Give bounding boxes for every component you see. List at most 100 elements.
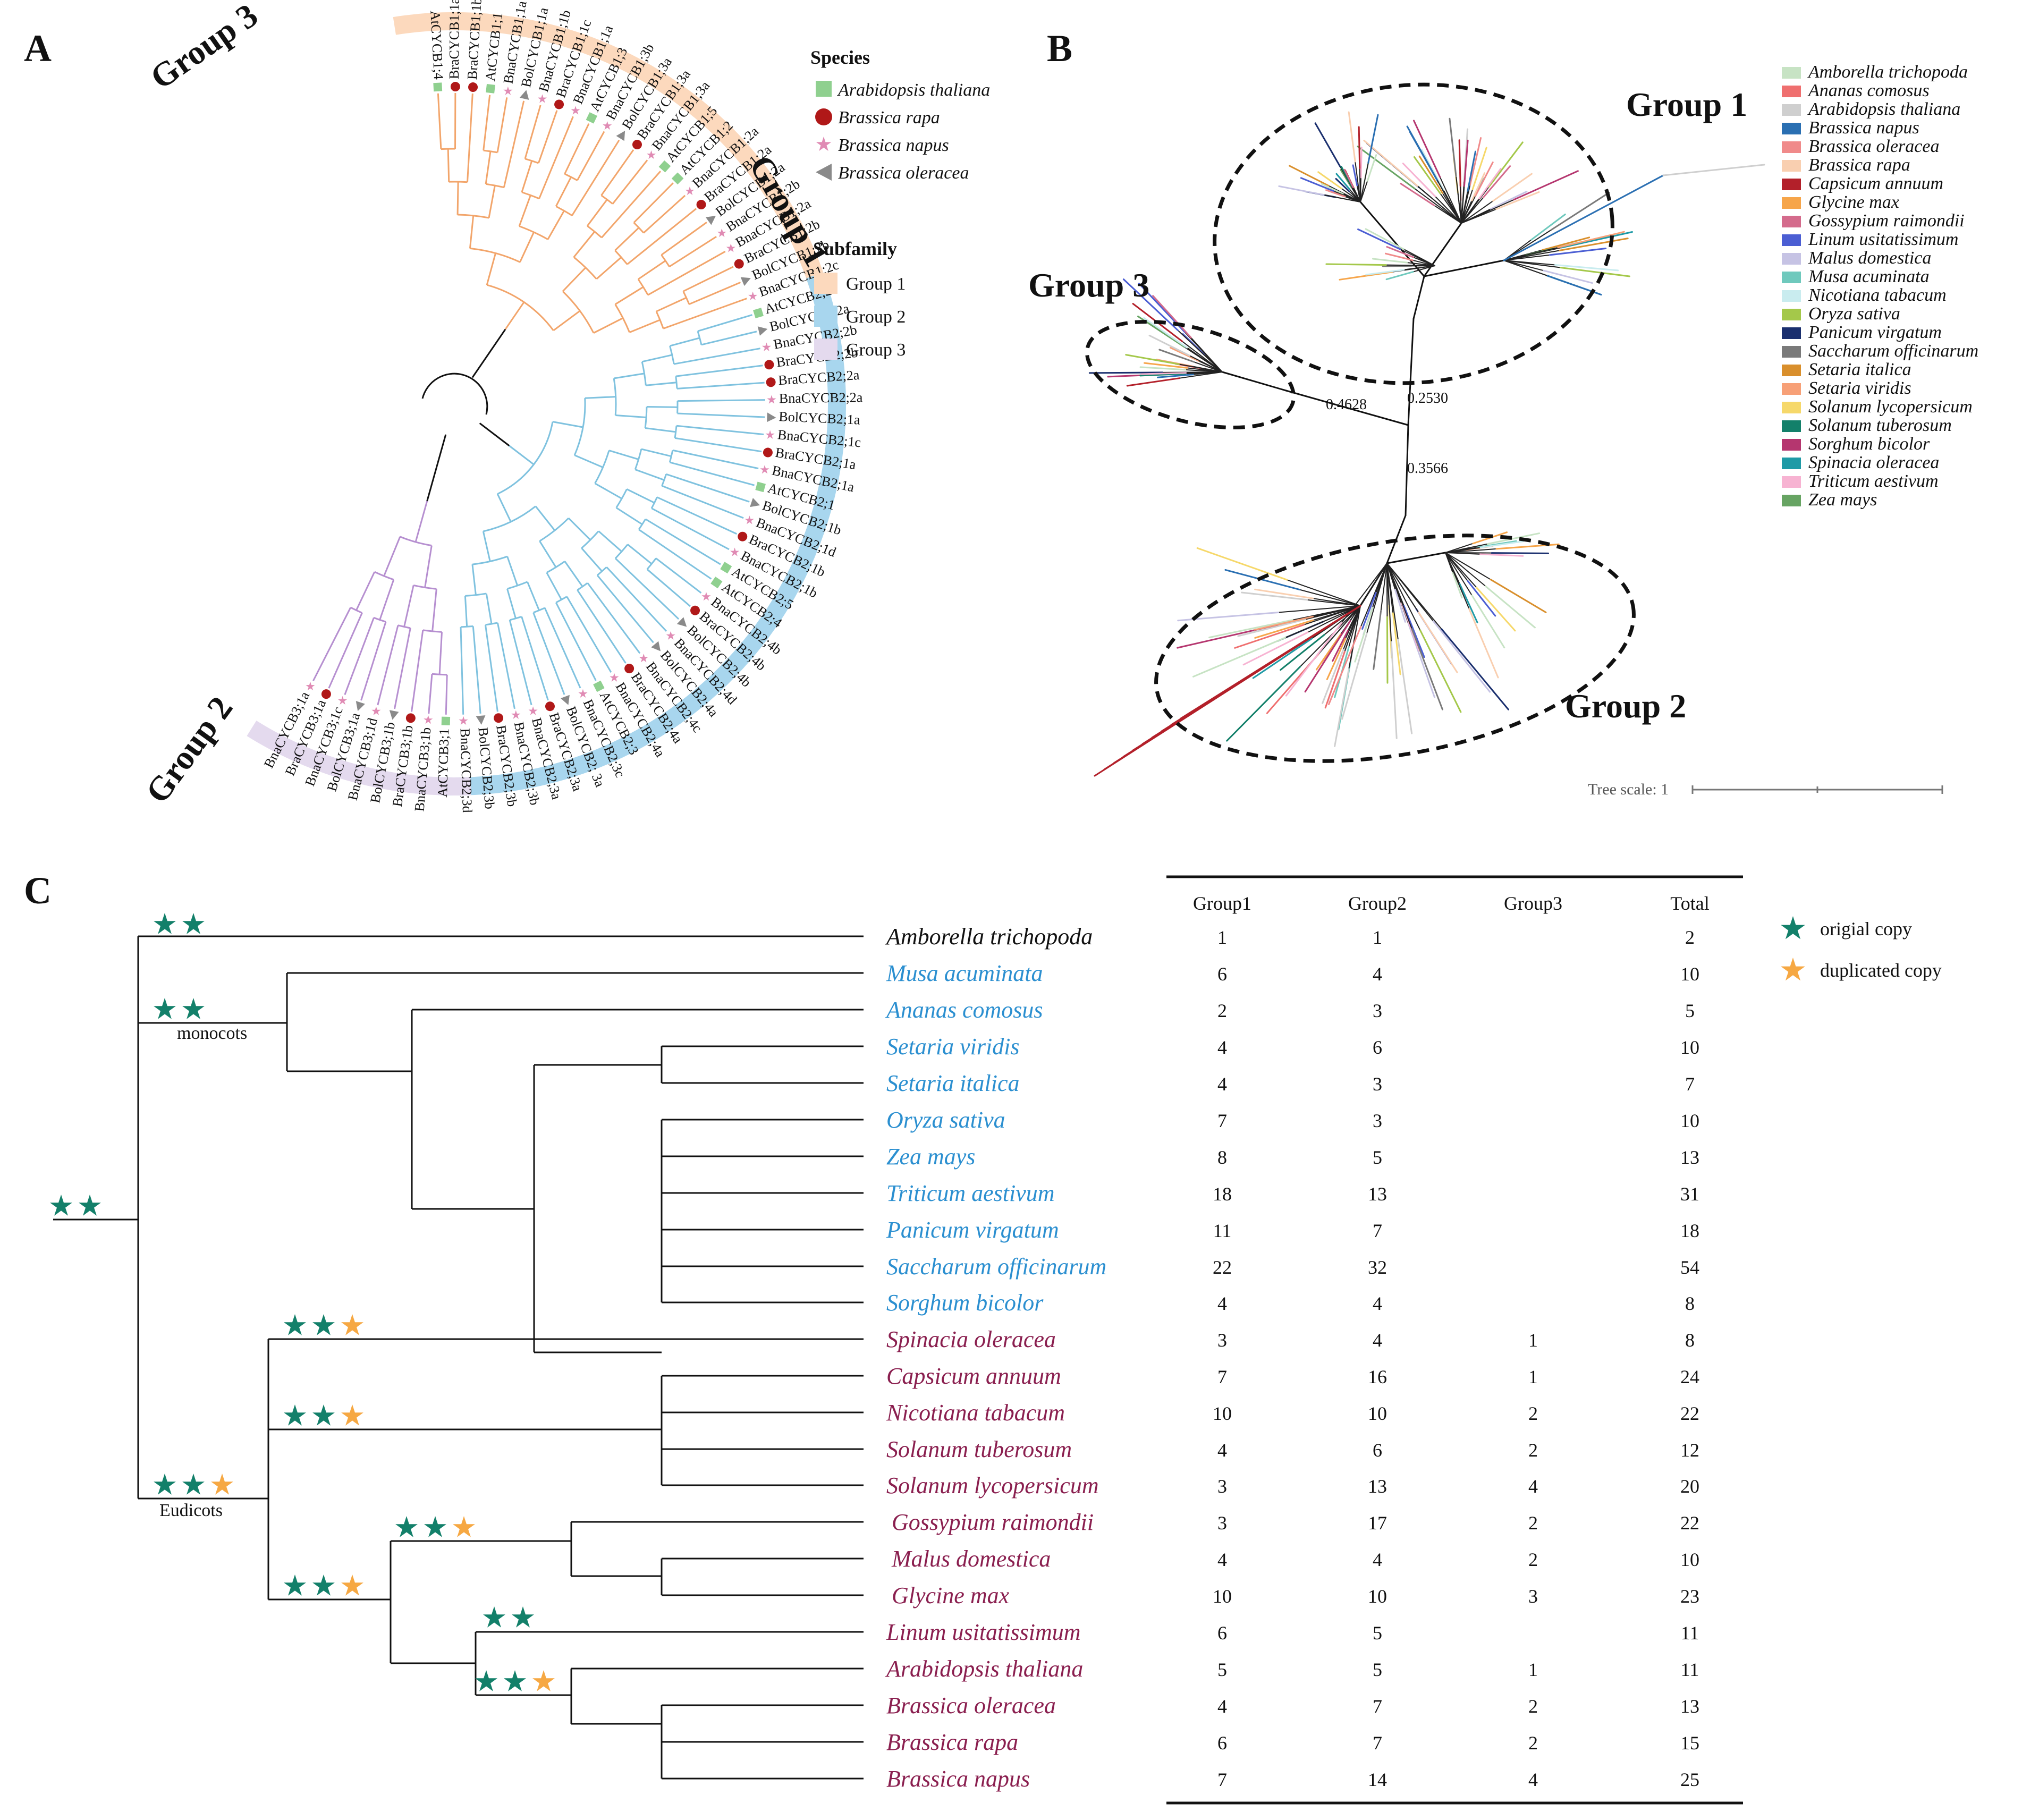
tree-arc bbox=[465, 592, 487, 597]
legend-swatch bbox=[1782, 309, 1801, 320]
table-cell: 22 bbox=[1680, 1403, 1699, 1424]
tree-branch bbox=[1317, 171, 1342, 190]
tree-branch bbox=[1460, 185, 1462, 224]
arabidopsis-marker bbox=[671, 172, 684, 185]
species-name: Spinacia oleracea bbox=[886, 1326, 1056, 1352]
tree-branch bbox=[627, 208, 697, 265]
species-name: Ananas comosus bbox=[885, 997, 1043, 1023]
table-cell: 1 bbox=[1373, 927, 1382, 948]
table-cell: 10 bbox=[1680, 1549, 1699, 1570]
table-cell: 31 bbox=[1680, 1183, 1699, 1205]
tree-branch bbox=[1234, 624, 1305, 649]
tree-branch bbox=[1349, 563, 1387, 622]
tree-branch bbox=[464, 596, 468, 627]
panel-c-letter: C bbox=[24, 869, 52, 912]
tree-branch bbox=[509, 620, 532, 706]
tree-arc bbox=[422, 629, 442, 633]
legend-species-name: Triticum aestivum bbox=[1808, 471, 1939, 491]
node-stars bbox=[50, 913, 555, 1691]
tree-branch bbox=[1348, 111, 1356, 163]
subfamily-rings bbox=[247, 12, 847, 795]
tree-arc bbox=[577, 582, 588, 591]
table-header-cell: Group3 bbox=[1504, 893, 1562, 914]
tree-branch bbox=[496, 97, 508, 153]
tree-branch bbox=[683, 266, 734, 292]
tree-branch bbox=[1491, 552, 1550, 554]
tree-branch bbox=[411, 630, 424, 712]
tree-branch bbox=[1412, 275, 1425, 320]
tree-branch bbox=[521, 616, 549, 701]
brassica-oleracea-marker bbox=[476, 715, 486, 725]
tree-branch bbox=[424, 545, 433, 588]
brassica-napus-marker bbox=[762, 342, 771, 351]
tree-branch bbox=[1486, 532, 1541, 545]
table-cell: 2 bbox=[1528, 1696, 1538, 1717]
tree-branch bbox=[666, 473, 750, 503]
tree-branch bbox=[1359, 201, 1425, 277]
species-legend-title: Species bbox=[810, 47, 870, 68]
tree-branch bbox=[1471, 147, 1487, 190]
tree-branch bbox=[1152, 295, 1192, 339]
table-cell: 2 bbox=[1528, 1549, 1538, 1570]
tree-branch bbox=[646, 382, 677, 386]
tree-branch bbox=[1189, 355, 1223, 373]
tree-branch bbox=[594, 482, 622, 500]
tree-branch bbox=[1449, 117, 1457, 177]
tree-branch bbox=[1341, 188, 1361, 202]
legend-species-name: Brassica napus bbox=[1808, 118, 1919, 138]
table-cell: 22 bbox=[1213, 1257, 1232, 1278]
brassica-oleracea-marker bbox=[356, 701, 365, 712]
tree-arc bbox=[614, 544, 629, 559]
brassica-napus-marker bbox=[578, 689, 588, 698]
table-cell: 18 bbox=[1213, 1183, 1232, 1205]
tree-branch bbox=[1328, 625, 1362, 705]
tree-branch bbox=[1413, 156, 1441, 194]
tree-branch bbox=[566, 596, 612, 673]
group-1-ring bbox=[393, 12, 830, 296]
tree-branch bbox=[469, 215, 475, 249]
tree-branch bbox=[1322, 648, 1344, 704]
table-cell: 10 bbox=[1368, 1403, 1387, 1424]
tree-branch bbox=[1317, 605, 1361, 655]
tree-branch bbox=[1445, 552, 1492, 580]
tree-branch bbox=[1143, 362, 1188, 369]
table-cell: 4 bbox=[1217, 1037, 1227, 1058]
arabidopsis-marker bbox=[586, 112, 597, 124]
tree-branch bbox=[496, 622, 515, 709]
tree-branch bbox=[1403, 265, 1435, 270]
tree-branch bbox=[482, 531, 491, 562]
brassica-oleracea-marker bbox=[767, 412, 776, 422]
tree-branch bbox=[1405, 424, 1409, 517]
brassica-napus-marker bbox=[685, 186, 695, 196]
arabidopsis-marker bbox=[433, 82, 443, 92]
tree-branch bbox=[1252, 637, 1313, 679]
b-group-1-label: Group 1 bbox=[1626, 86, 1747, 123]
brassica-napus-marker bbox=[730, 547, 740, 556]
legend-species-name: Glycine max bbox=[1808, 192, 1899, 212]
tree-branch bbox=[577, 589, 627, 664]
tree-branch bbox=[1471, 594, 1505, 649]
tree-branch bbox=[1461, 199, 1515, 224]
tree-branch bbox=[1169, 346, 1200, 362]
species-name: Panicum virgatum bbox=[886, 1217, 1059, 1243]
species-name: Malus domestica bbox=[891, 1546, 1051, 1572]
tree-branch bbox=[670, 337, 700, 347]
tree-branch bbox=[1412, 257, 1435, 266]
tree-branch bbox=[1394, 589, 1406, 623]
tree-branch bbox=[1300, 177, 1335, 192]
tree-scale-bar bbox=[1691, 785, 1943, 794]
brassica-rapa-marker bbox=[690, 605, 700, 615]
tree-branch bbox=[1418, 155, 1444, 194]
brassica-rapa-marker bbox=[321, 689, 331, 699]
tree-branch bbox=[1285, 390, 1409, 426]
legend-swatch bbox=[1782, 439, 1801, 451]
legend-swatch bbox=[1782, 365, 1801, 376]
table-cell: 4 bbox=[1373, 1330, 1382, 1351]
table-cell: 8 bbox=[1685, 1330, 1695, 1351]
tree-branch bbox=[1325, 189, 1346, 198]
tree-branch bbox=[328, 612, 363, 689]
brassica-napus-marker bbox=[639, 654, 648, 663]
